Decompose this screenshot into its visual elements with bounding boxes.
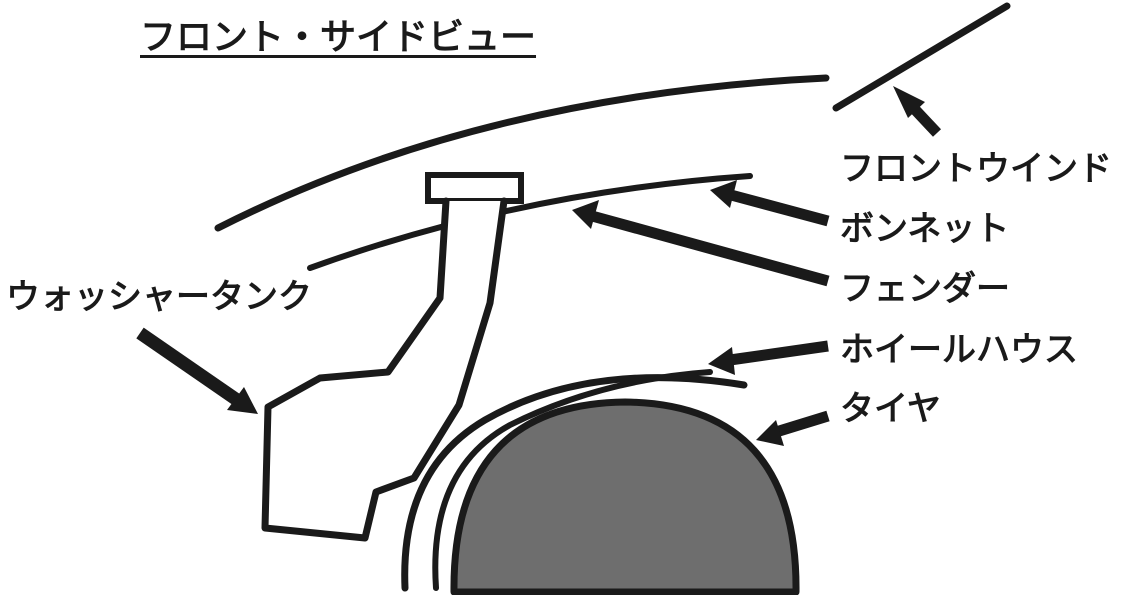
fender-curve — [307, 173, 753, 271]
arrow-fender — [572, 200, 830, 287]
arrow-bonnet — [710, 180, 830, 227]
arrow-tire — [756, 410, 830, 446]
washer-tank-body — [261, 197, 508, 542]
label-front-window: フロントウインド — [840, 149, 1112, 189]
label-fender: フェンダー — [840, 269, 1010, 309]
tire-shape — [450, 398, 800, 595]
arrow-front-window — [893, 86, 942, 137]
arrow-wheel-house — [708, 340, 829, 375]
bonnet-upper-curve — [214, 74, 830, 232]
wheel-house-inner — [432, 369, 713, 591]
label-washer-tank: ウォッシャータンク — [6, 277, 312, 317]
front-window-line — [832, 2, 1011, 112]
arrow-washer-tank — [136, 327, 258, 414]
label-tire: タイヤ — [840, 389, 941, 429]
label-wheel-house: ホイールハウス — [840, 330, 1078, 370]
label-bonnet: ボンネット — [840, 209, 1010, 249]
page-title: フロント・サイドビュー — [140, 17, 537, 58]
washer-tank-cap — [425, 172, 524, 204]
